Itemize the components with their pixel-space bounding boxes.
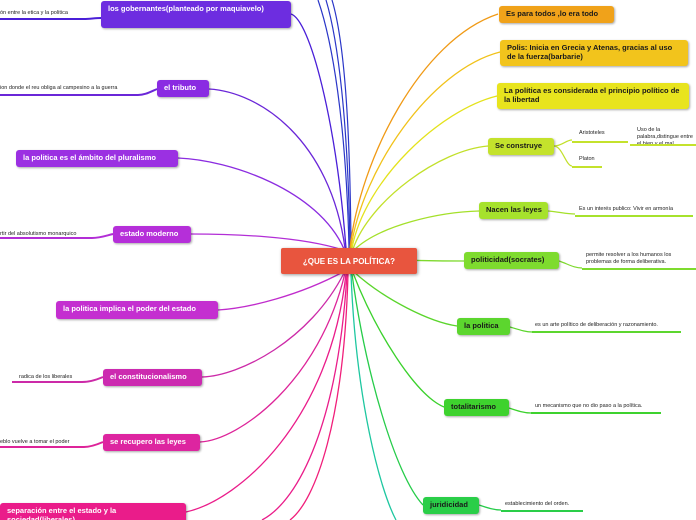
subtopic-interes-publico-underline (575, 215, 693, 217)
topic-tributo[interactable]: el tributo (157, 80, 209, 97)
subtopic-orden-underline (501, 510, 583, 512)
subtopic-gobernantes-detail[interactable]: ón entre la etica y la politica (0, 10, 68, 16)
topic-la-politica[interactable]: la politica (457, 318, 510, 335)
subtopic-platon[interactable]: Platon (579, 156, 595, 162)
topic-principio-libertad[interactable]: La política es considerada el principio … (497, 83, 689, 109)
subtopic-constitucionalismo-detail[interactable]: radica de los liberales (19, 374, 73, 380)
subtopic-tributo-detail[interactable]: ion donde el reu obliga al campesino a l… (0, 85, 118, 91)
subtopic-arte-politico-underline (532, 331, 681, 333)
topic-para-todos[interactable]: Es para todos ,lo era todo (499, 6, 614, 23)
subtopic-mecanismo-underline (531, 412, 661, 414)
topic-polis[interactable]: Polis: Inicia en Grecia y Atenas, gracia… (500, 40, 688, 66)
subtopic-aristoteles-underline (572, 141, 628, 143)
topic-se-construye[interactable]: Se construye (488, 138, 554, 155)
subtopic-aristoteles-detail-underline (630, 144, 696, 146)
central-topic[interactable]: ¿QUE ES LA POLÍTICA? (281, 248, 417, 274)
topic-constitucionalismo[interactable]: el constitucionalismo (103, 369, 202, 386)
topic-juridicidad[interactable]: juridicidad (423, 497, 479, 514)
topic-estado-moderno[interactable]: estado moderno (113, 226, 191, 243)
topic-separacion[interactable]: separación entre el estado y la sociedad… (0, 503, 186, 520)
topic-gobernantes[interactable]: los gobernantes(planteado por maquiavelo… (101, 1, 291, 28)
subtopic-platon-underline (572, 166, 602, 168)
topic-totalitarismo[interactable]: totalitarismo (444, 399, 509, 416)
subtopic-recupero-leyes-detail[interactable]: eblo vuelve a tomar el poder (0, 439, 70, 445)
subtopic-estado-moderno-detail[interactable]: rtir del absolutismo monarquico (0, 231, 77, 237)
subtopic-politicidad-detail[interactable]: permite resolver a los humanos los probl… (586, 252, 672, 265)
topic-politicidad[interactable]: politicidad(socrates) (464, 252, 559, 269)
subtopic-aristoteles[interactable]: Aristoteles (579, 130, 605, 136)
subtopic-interes-publico[interactable]: Es un interés publico: Vivir en armonía (579, 206, 674, 212)
topic-poder-estado[interactable]: la politica implica el poder del estado (56, 301, 218, 319)
topic-recupero-leyes[interactable]: se recupero las leyes (103, 434, 200, 451)
subtopic-politicidad-underline (582, 268, 696, 270)
topic-nacen-leyes[interactable]: Nacen las leyes (479, 202, 548, 219)
subtopic-mecanismo[interactable]: un mecanismo que no dio paso a la políti… (535, 403, 643, 409)
subtopic-arte-politico[interactable]: es un arte político de deliberación y ra… (535, 322, 658, 328)
subtopic-orden[interactable]: establecimiento del orden. (505, 501, 570, 507)
topic-pluralismo[interactable]: la politica es el ámbito del pluralismo (16, 150, 178, 167)
